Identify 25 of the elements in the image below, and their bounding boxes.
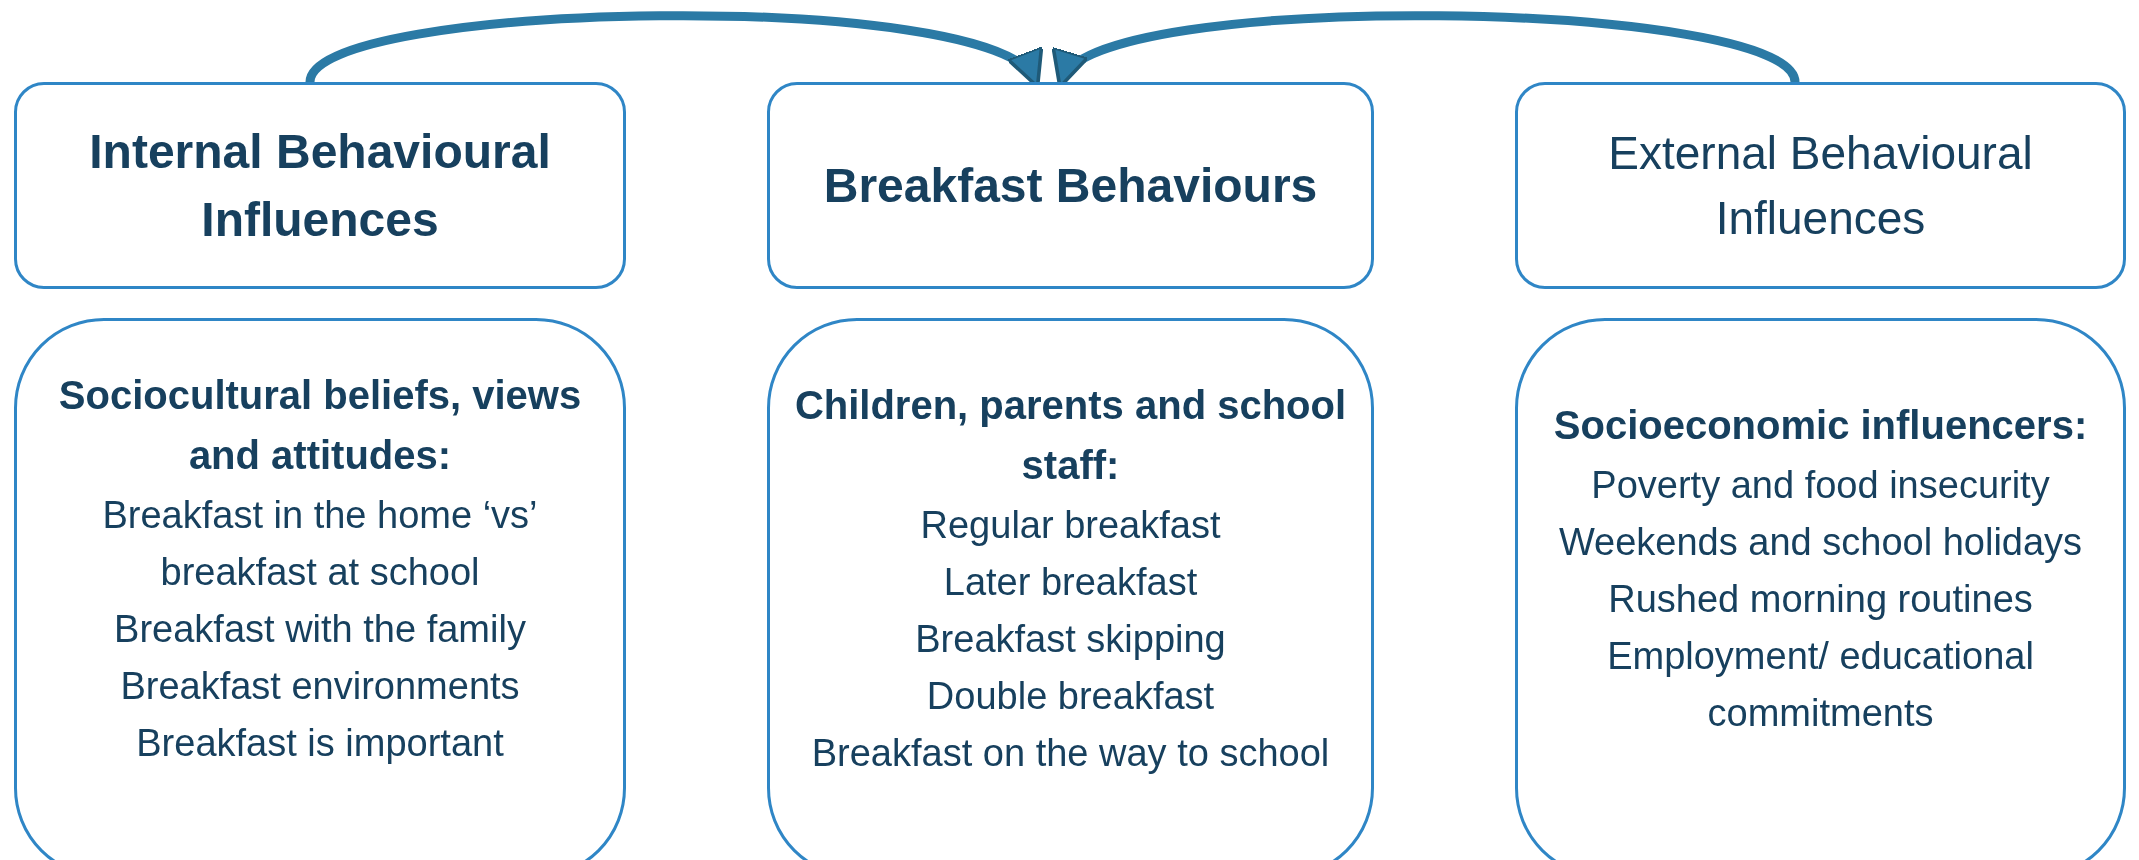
list-item: Poverty and food insecurity xyxy=(1591,462,2050,508)
list-item: Weekends and school holidays xyxy=(1558,519,2083,565)
list-item: Double breakfast xyxy=(926,673,1215,719)
list-box xyxy=(1515,318,2126,860)
list-item: Breakfast skipping xyxy=(915,616,1226,662)
list-box xyxy=(767,318,1374,860)
heading-box xyxy=(767,82,1374,289)
list-item: Employment/ educational commitments xyxy=(1606,633,2035,736)
box-heading: Socioeconomic influencers: xyxy=(1553,401,2088,449)
box-heading: Children, parents and school staff: xyxy=(793,381,1348,489)
list-item: Breakfast is important xyxy=(136,720,504,766)
list-item: Rushed morning routines xyxy=(1608,576,2033,622)
list-item: Breakfast environments xyxy=(120,663,520,709)
box-title: Internal Behavioural Influences xyxy=(88,124,552,248)
heading-box xyxy=(14,82,626,289)
list-item: Breakfast in the home ‘vs’ breakfast at school xyxy=(101,492,539,595)
list-item: Regular breakfast xyxy=(920,502,1221,548)
list-box xyxy=(14,318,626,860)
box-title: Breakfast Behaviours xyxy=(823,157,1318,214)
list-item: Breakfast with the family xyxy=(114,606,526,652)
list-item: Breakfast on the way to school xyxy=(811,730,1330,776)
box-heading: Sociocultural beliefs, views and attitudes: xyxy=(57,371,583,479)
box-title: External Behavioural Influences xyxy=(1607,126,2034,246)
list-item: Later breakfast xyxy=(943,559,1198,605)
heading-box xyxy=(1515,82,2126,289)
